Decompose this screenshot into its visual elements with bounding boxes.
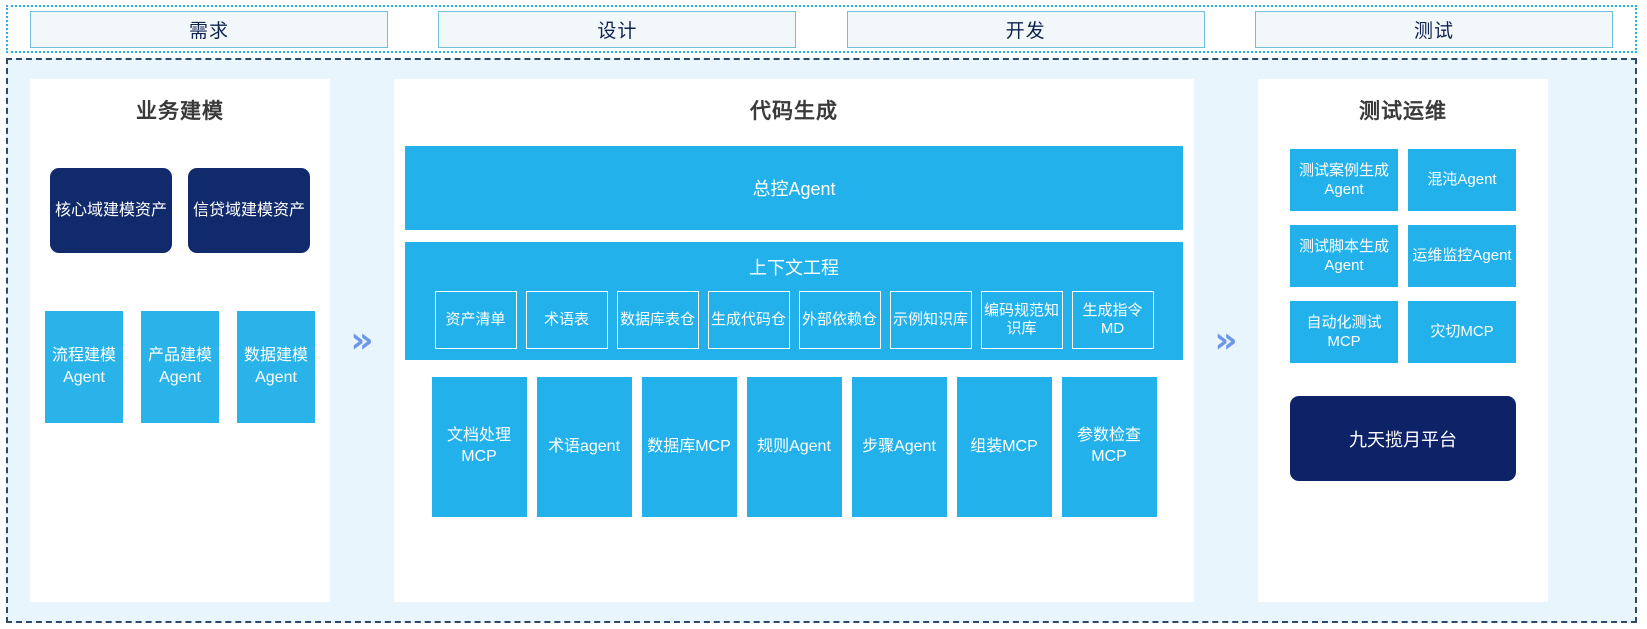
- tool-card-label: 参数检查MCP: [1076, 427, 1141, 465]
- context-item-coding-standard-knowledge-base[interactable]: 编码规范知识库: [980, 291, 1063, 349]
- panel-code-generation: 代码生成 总控Agent 上下文工程 资产清单 术语表 数据库表仓 生成代码仓: [394, 79, 1194, 602]
- double-chevron-right-icon: »: [1214, 319, 1238, 361]
- tool-card-label: 步骤Agent: [862, 437, 936, 455]
- diagram-main-area: 业务建模 核心域建模资产 信贷域建模资产 流程建模Agent 产品建模Agent…: [6, 58, 1637, 623]
- test-card-test-script-generation-agent[interactable]: 测试脚本生成Agent: [1290, 225, 1398, 287]
- context-engineering-title: 上下文工程: [749, 258, 839, 278]
- asset-card-credit-domain[interactable]: 信贷域建模资产: [188, 168, 310, 253]
- test-card-chaos-agent[interactable]: 混沌Agent: [1408, 149, 1516, 211]
- test-card-label: 混沌Agent: [1427, 171, 1497, 189]
- asset-card-label: 信贷域建模资产: [192, 201, 305, 219]
- panel-title: 测试运维: [1359, 100, 1447, 123]
- context-item-generation-instruction-md[interactable]: 生成指令MD: [1071, 291, 1154, 349]
- phase-box-development[interactable]: 开发: [846, 10, 1205, 48]
- tool-card-database-mcp[interactable]: 数据库MCP: [641, 377, 737, 517]
- agent-card-product-modeling[interactable]: 产品建模Agent: [141, 311, 219, 423]
- double-chevron-right-icon: »: [350, 319, 374, 361]
- tool-card-document-processing-mcp[interactable]: 文档处理MCP: [431, 377, 527, 517]
- phase-box-testing[interactable]: 测试: [1254, 10, 1613, 48]
- tool-card-label: 术语agent: [547, 437, 621, 455]
- asset-card-label: 核心域建模资产: [54, 201, 167, 219]
- testing-ops-card-group: 测试案例生成Agent 混沌Agent 测试脚本生成Agent 运维监控Agen…: [1290, 149, 1516, 363]
- context-engineering-band: 上下文工程 资产清单 术语表 数据库表仓 生成代码仓 外部依赖仓 示: [405, 242, 1183, 360]
- platform-card-label: 九天揽月平台: [1349, 429, 1457, 450]
- context-item-label: 生成代码仓: [710, 310, 786, 328]
- code-generation-tool-group: 文档处理MCP 术语agent 数据库MCP 规则Agent 步骤Agent 组…: [431, 377, 1157, 517]
- agent-card-label: 流程建模Agent: [51, 346, 116, 386]
- tool-card-rule-agent[interactable]: 规则Agent: [746, 377, 842, 517]
- context-item-label: 生成指令MD: [1082, 301, 1143, 337]
- test-card-automated-testing-mcp[interactable]: 自动化测试MCP: [1290, 301, 1398, 363]
- test-card-label: 灾切MCP: [1430, 323, 1494, 341]
- agent-card-label: 数据建模Agent: [243, 346, 308, 386]
- tool-card-assembly-mcp[interactable]: 组装MCP: [956, 377, 1052, 517]
- context-item-label: 术语表: [543, 310, 589, 328]
- business-asset-group: 核心域建模资产 信贷域建模资产: [50, 168, 310, 253]
- agent-card-process-modeling[interactable]: 流程建模Agent: [45, 311, 123, 423]
- asset-card-core-domain[interactable]: 核心域建模资产: [50, 168, 172, 253]
- agent-card-data-modeling[interactable]: 数据建模Agent: [237, 311, 315, 423]
- context-item-group: 资产清单 术语表 数据库表仓 生成代码仓 外部依赖仓 示例知识库: [434, 291, 1154, 349]
- panel-title: 业务建模: [136, 100, 224, 123]
- context-item-example-knowledge-base[interactable]: 示例知识库: [889, 291, 972, 349]
- phase-label: 测试: [1413, 20, 1454, 42]
- context-item-label: 资产清单: [445, 310, 506, 328]
- phase-box-requirements[interactable]: 需求: [30, 10, 388, 48]
- tool-card-label: 规则Agent: [757, 437, 831, 455]
- test-card-label: 测试案例生成Agent: [1298, 161, 1389, 199]
- tool-card-label: 文档处理MCP: [446, 427, 511, 465]
- context-item-label: 示例知识库: [892, 310, 968, 328]
- context-item-label: 编码规范知识库: [983, 301, 1059, 337]
- test-card-ops-monitoring-agent[interactable]: 运维监控Agent: [1408, 225, 1516, 287]
- test-card-label: 自动化测试MCP: [1306, 313, 1382, 351]
- test-card-label: 运维监控Agent: [1412, 247, 1512, 265]
- panel-business-modeling: 业务建模 核心域建模资产 信贷域建模资产 流程建模Agent 产品建模Agent…: [30, 79, 330, 602]
- panel-title: 代码生成: [750, 100, 838, 123]
- master-agent-label: 总控Agent: [752, 179, 836, 199]
- test-card-test-case-generation-agent[interactable]: 测试案例生成Agent: [1290, 149, 1398, 211]
- context-item-glossary[interactable]: 术语表: [525, 291, 608, 349]
- phase-label: 设计: [597, 20, 638, 42]
- tool-card-step-agent[interactable]: 步骤Agent: [851, 377, 947, 517]
- context-item-generated-code-repo[interactable]: 生成代码仓: [707, 291, 790, 349]
- panel-testing-operations: 测试运维 测试案例生成Agent 混沌Agent 测试脚本生成Agent 运维监…: [1258, 79, 1548, 602]
- agent-card-label: 产品建模Agent: [147, 346, 212, 386]
- context-item-db-table-repo[interactable]: 数据库表仓: [616, 291, 699, 349]
- test-card-label: 测试脚本生成Agent: [1298, 237, 1389, 275]
- flow-arrow-right: »: [1194, 79, 1258, 602]
- business-agent-group: 流程建模Agent 产品建模Agent 数据建模Agent: [45, 311, 315, 423]
- tool-card-label: 数据库MCP: [647, 437, 731, 455]
- flow-arrow-left: »: [330, 79, 394, 602]
- master-agent-band[interactable]: 总控Agent: [405, 146, 1183, 230]
- phase-band: 需求 设计 开发 测试: [6, 5, 1637, 53]
- context-item-label: 数据库表仓: [619, 310, 695, 328]
- tool-card-label: 组装MCP: [970, 437, 1038, 455]
- context-item-label: 外部依赖仓: [801, 310, 877, 328]
- tool-card-glossary-agent[interactable]: 术语agent: [536, 377, 632, 517]
- test-card-disaster-recovery-mcp[interactable]: 灾切MCP: [1408, 301, 1516, 363]
- phase-label: 需求: [188, 20, 229, 42]
- context-item-external-dependency-repo[interactable]: 外部依赖仓: [798, 291, 881, 349]
- platform-card-jiutian-lanyue[interactable]: 九天揽月平台: [1290, 396, 1516, 481]
- phase-label: 开发: [1005, 20, 1046, 42]
- phase-box-design[interactable]: 设计: [438, 10, 797, 48]
- context-item-asset-list[interactable]: 资产清单: [434, 291, 517, 349]
- tool-card-parameter-check-mcp[interactable]: 参数检查MCP: [1061, 377, 1157, 517]
